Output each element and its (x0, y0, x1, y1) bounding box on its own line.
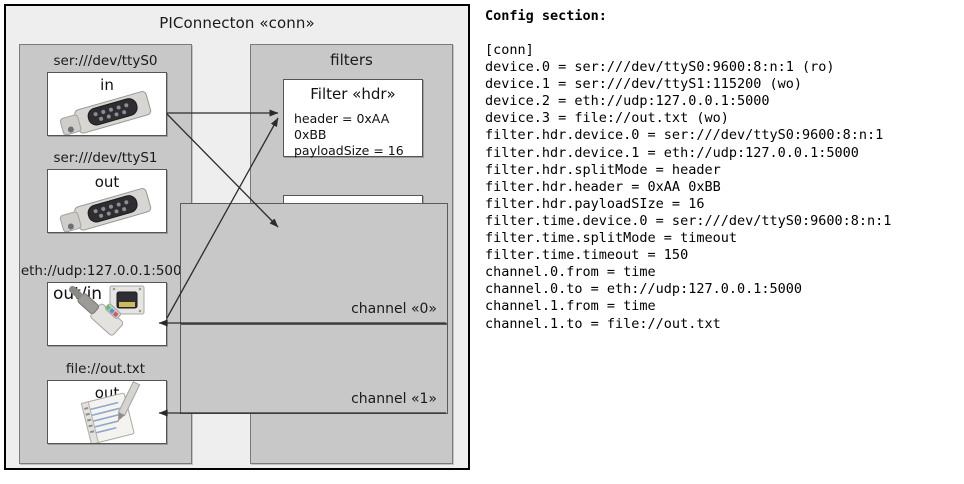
filter-box-hdr[interactable]: Filter «hdr» header = 0xAA 0xBB payloadS… (283, 79, 423, 159)
device-direction-ttyS0: in (100, 76, 114, 94)
text-file-icon (80, 381, 141, 443)
device-label-file: file://out.txt (65, 361, 146, 377)
connector-diagram: PIConnecton «conn» ser:///dev/ttyS0 in (4, 4, 470, 470)
channel-box-1[interactable]: channel «1» (180, 324, 448, 414)
config-line: filter.hdr.device.0 = ser:///dev/ttyS0:9… (485, 127, 884, 144)
config-line: device.2 = eth://udp:127.0.0.1:5000 (485, 93, 770, 110)
device-node-ttyS0[interactable]: in (47, 72, 167, 136)
channel-label-1: channel «1» (351, 391, 437, 407)
config-line: device.0 = ser:///dev/ttyS0:9600:8:n:1 (… (485, 59, 835, 76)
config-line: filter.hdr.device.1 = eth://udp:127.0.0.… (485, 144, 859, 161)
config-line: channel.1.to = file://out.txt (485, 315, 721, 332)
devices-group: ser:///dev/ttyS0 in (19, 44, 192, 464)
config-line: filter.hdr.header = 0xAA 0xBB (485, 178, 721, 195)
serial-port-icon (59, 91, 152, 135)
filter-title-hdr: Filter «hdr» (310, 85, 396, 103)
filters-group-title: filters (330, 51, 373, 69)
serial-port-icon (59, 188, 152, 232)
device-direction-ttyS1: out (94, 173, 120, 191)
diagram-title: PIConnecton «conn» (159, 14, 315, 32)
device-node-eth[interactable]: out/in (47, 282, 167, 346)
filter-attr: header = 0xAA 0xBB (294, 111, 390, 142)
device-node-ttyS1[interactable]: out (47, 169, 167, 233)
config-lines: [conn]device.0 = ser:///dev/ttyS0:9600:8… (485, 42, 891, 333)
config-line: filter.time.device.0 = ser:///dev/ttyS0:… (485, 212, 892, 229)
config-heading: Config section: (485, 8, 607, 24)
device-label-eth: eth://udp:127.0.0.1:5000 (20, 263, 191, 279)
ethernet-jack-icon (68, 285, 145, 336)
config-line: filter.hdr.payloadSIze = 16 (485, 195, 705, 212)
device-label-ttyS1: ser:///dev/ttyS1 (53, 150, 158, 166)
config-line: filter.time.splitMode = timeout (485, 230, 737, 247)
config-line: filter.hdr.splitMode = header (485, 161, 721, 178)
config-line: [conn] (485, 42, 534, 58)
config-line: filter.time.timeout = 150 (485, 247, 689, 264)
config-line: device.1 = ser:///dev/ttyS1:115200 (wo) (485, 76, 802, 93)
config-section: Config section: [conn]device.0 = ser:///… (482, 0, 964, 484)
config-line: channel.0.from = time (485, 264, 656, 281)
channel-box-0[interactable]: channel «0» (180, 203, 448, 324)
config-line: device.3 = file://out.txt (wo) (485, 110, 729, 127)
config-line: channel.0.to = eth://udp:127.0.0.1:5000 (485, 281, 802, 298)
filter-attrs-hdr: header = 0xAA 0xBB payloadSize = 16 (294, 111, 422, 159)
filter-attr: payloadSize = 16 (294, 143, 404, 158)
config-line: channel.1.from = time (485, 298, 656, 315)
device-label-ttyS0: ser:///dev/ttyS0 (53, 53, 158, 69)
channel-label-0: channel «0» (351, 301, 437, 317)
device-node-file[interactable]: out (47, 380, 167, 444)
